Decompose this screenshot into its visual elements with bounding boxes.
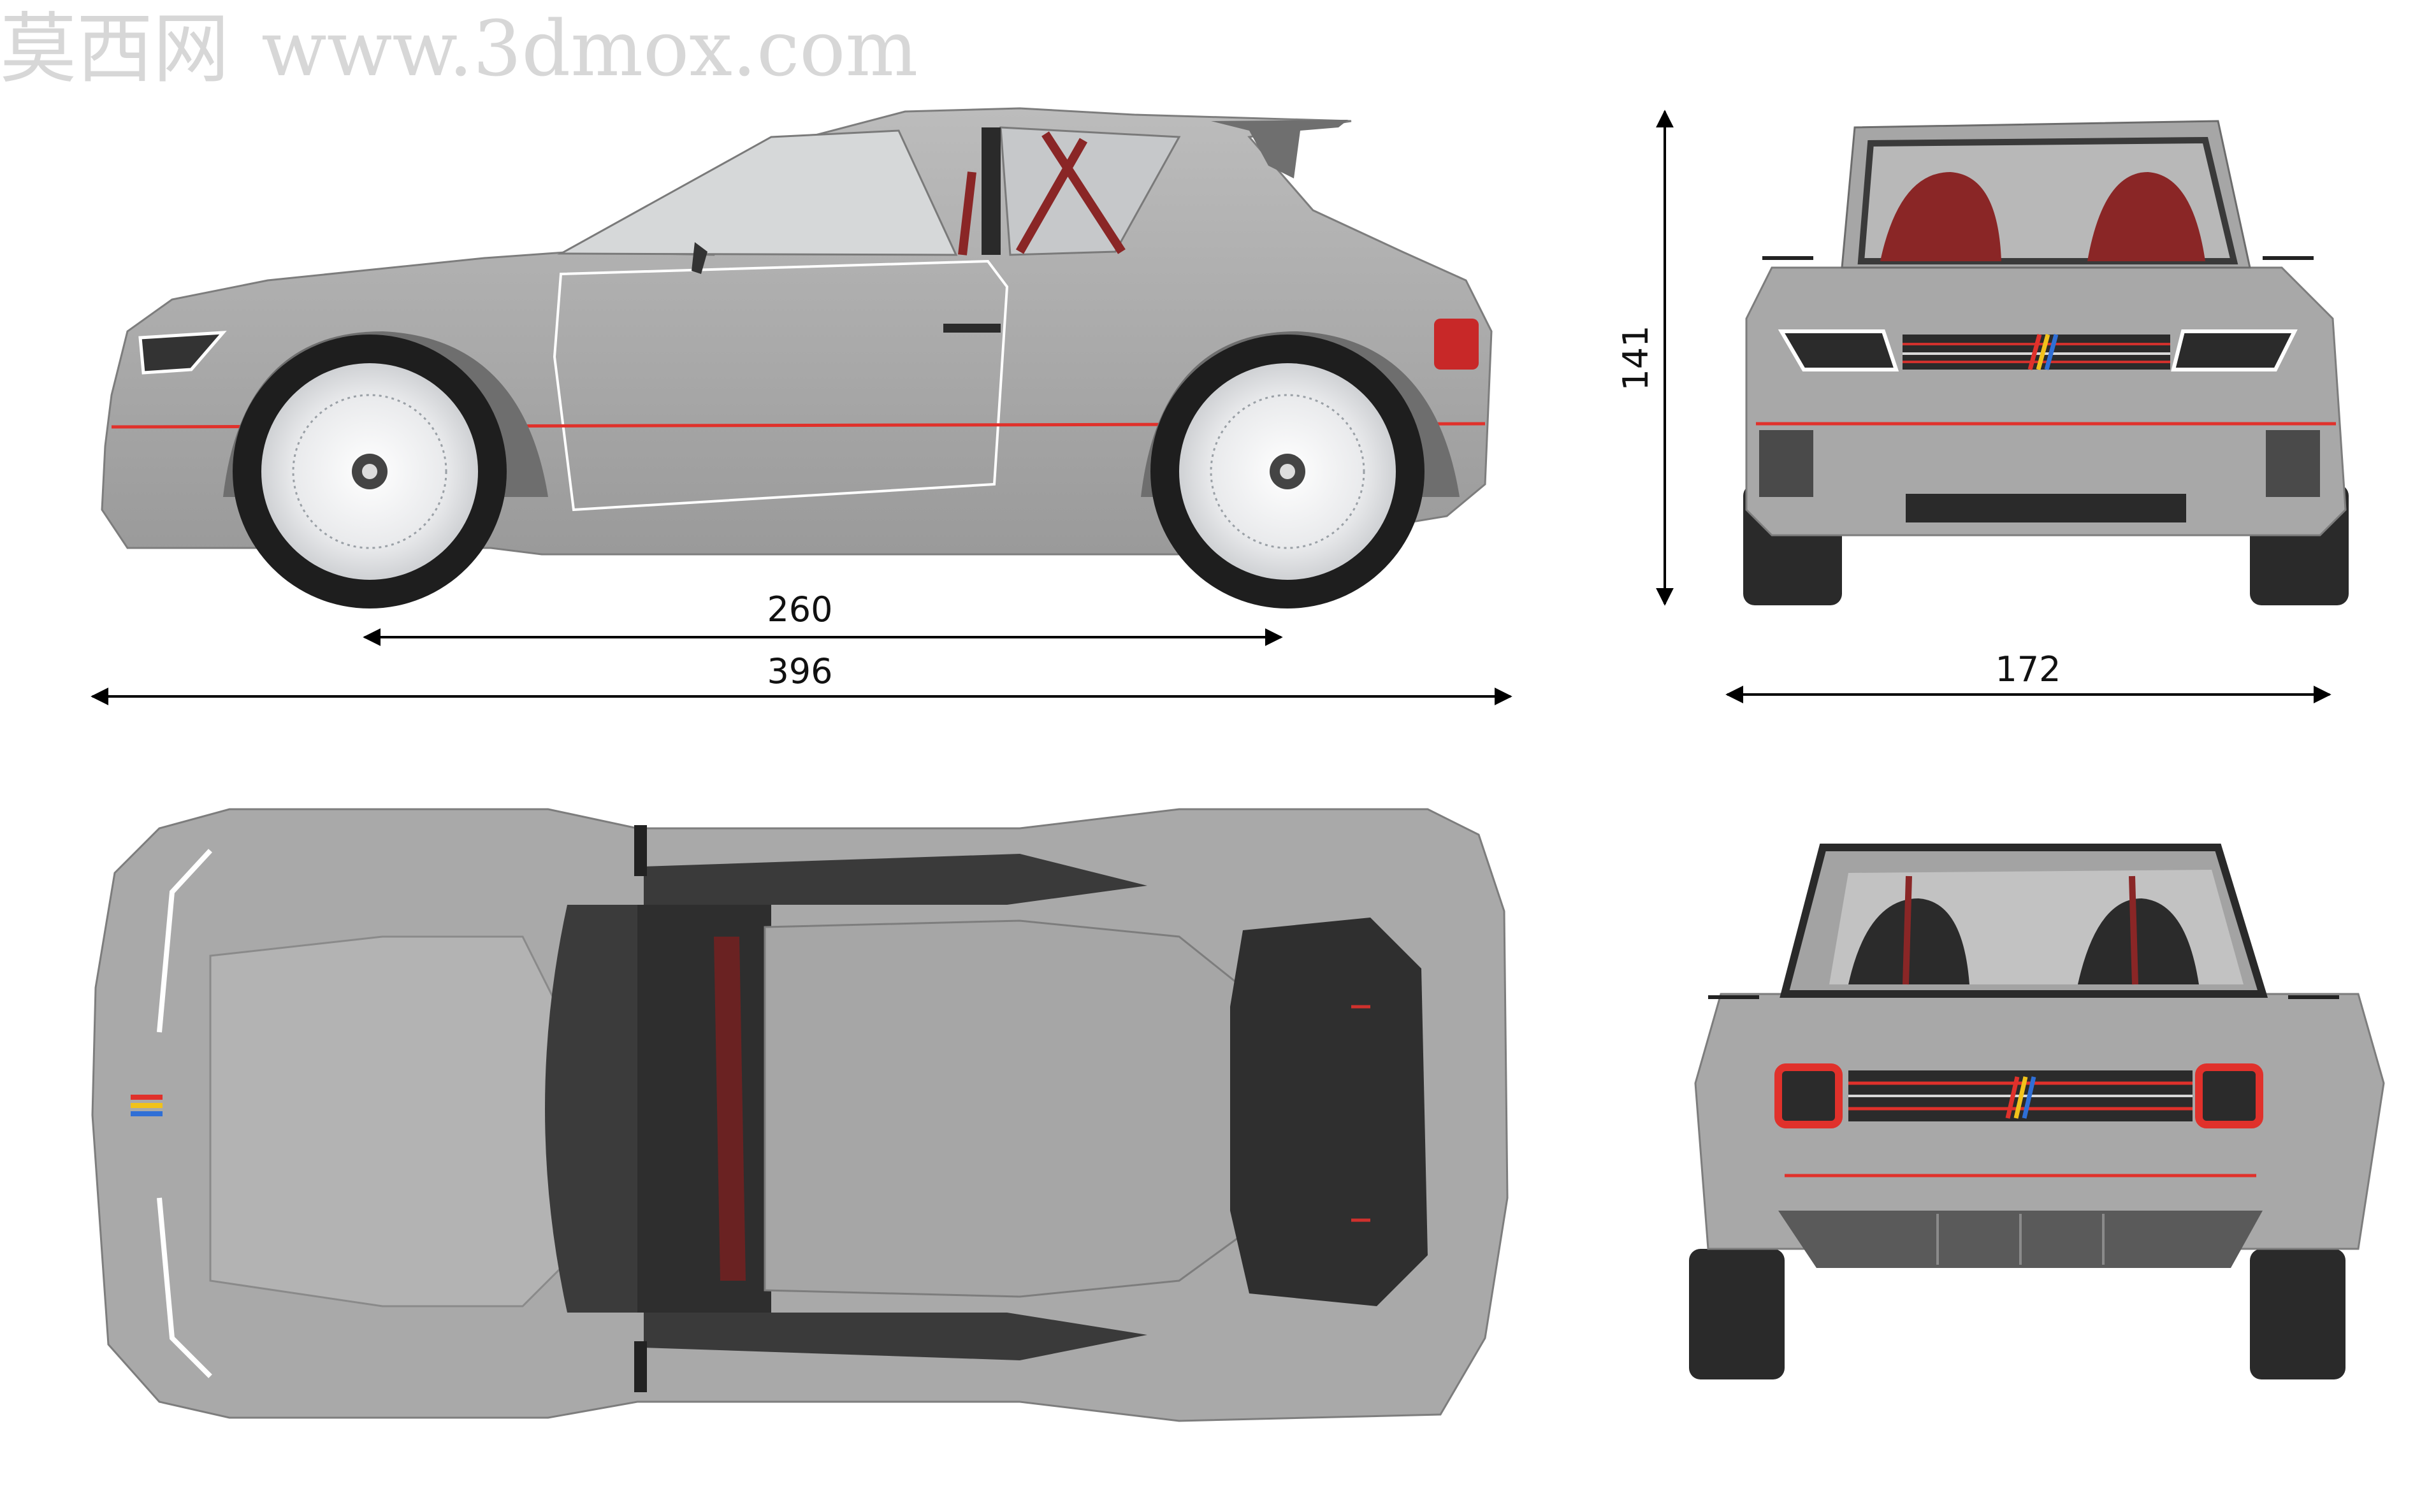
top-front-left-light	[157, 849, 212, 1033]
side-door-seam	[553, 259, 1009, 512]
rear-view	[1689, 844, 2385, 1379]
front-splitter	[1906, 494, 2186, 522]
side-rear-wheel	[1150, 335, 1425, 608]
rear-right-seat	[2078, 898, 2199, 984]
side-b-pillar	[982, 127, 1001, 255]
top-view	[91, 808, 1509, 1422]
height-label: 141	[1616, 325, 1656, 391]
dimension-wheelbase: 260	[363, 589, 1283, 646]
front-right-headlight	[2171, 329, 2298, 371]
side-taillight	[1434, 319, 1479, 370]
side-headlight	[138, 331, 227, 375]
rear-right-tire	[2250, 1249, 2345, 1379]
front-tricolor-badge	[2027, 334, 2059, 370]
front-right-intake	[2266, 430, 2320, 497]
side-roof-spoiler	[1211, 120, 1348, 178]
rear-roll-cage	[1903, 875, 2138, 985]
top-windshield	[545, 905, 644, 1313]
length-label: 396	[767, 651, 832, 691]
top-hood-panel	[209, 935, 562, 1307]
side-front-wheel	[233, 335, 507, 608]
rear-left-tire	[1689, 1249, 1785, 1379]
rear-left-taillight	[1774, 1063, 1843, 1128]
dimension-width: 172	[1725, 649, 2331, 703]
top-right-side-window	[644, 1313, 1147, 1360]
watermark: 莫西网 www.3dmox.com	[0, 5, 918, 94]
front-left-intake	[1759, 430, 1813, 497]
top-interior-red	[714, 937, 746, 1281]
front-left-headlight	[1778, 329, 1899, 371]
top-right-mirror	[634, 1341, 647, 1392]
side-windshield	[557, 129, 958, 256]
width-label: 172	[1995, 649, 2061, 689]
top-front-right-light	[157, 1197, 212, 1378]
top-left-mirror	[634, 825, 647, 876]
front-right-seat	[2087, 172, 2205, 261]
top-left-side-window	[644, 854, 1147, 905]
side-roll-cage	[958, 131, 1126, 256]
rear-right-taillight	[2195, 1063, 2263, 1128]
side-rear-window	[999, 126, 1181, 256]
front-view	[1743, 120, 2349, 605]
dimension-height: 141	[1616, 110, 1674, 606]
top-cockpit	[637, 905, 771, 1313]
top-tricolor-badge	[131, 1095, 163, 1116]
side-mirror	[692, 242, 707, 274]
side-view	[101, 107, 1493, 608]
watermark-cjk-text: 莫西网	[0, 5, 229, 94]
side-door-handle	[943, 324, 1001, 333]
top-rear-window	[1230, 918, 1428, 1306]
front-left-seat	[1880, 172, 2001, 261]
rear-tricolor-badge	[2005, 1076, 2036, 1119]
wheelbase-label: 260	[767, 589, 832, 630]
top-roof	[764, 919, 1251, 1298]
dimension-length: 396	[91, 651, 1512, 705]
watermark-url-text: www.3dmox.com	[261, 5, 918, 94]
